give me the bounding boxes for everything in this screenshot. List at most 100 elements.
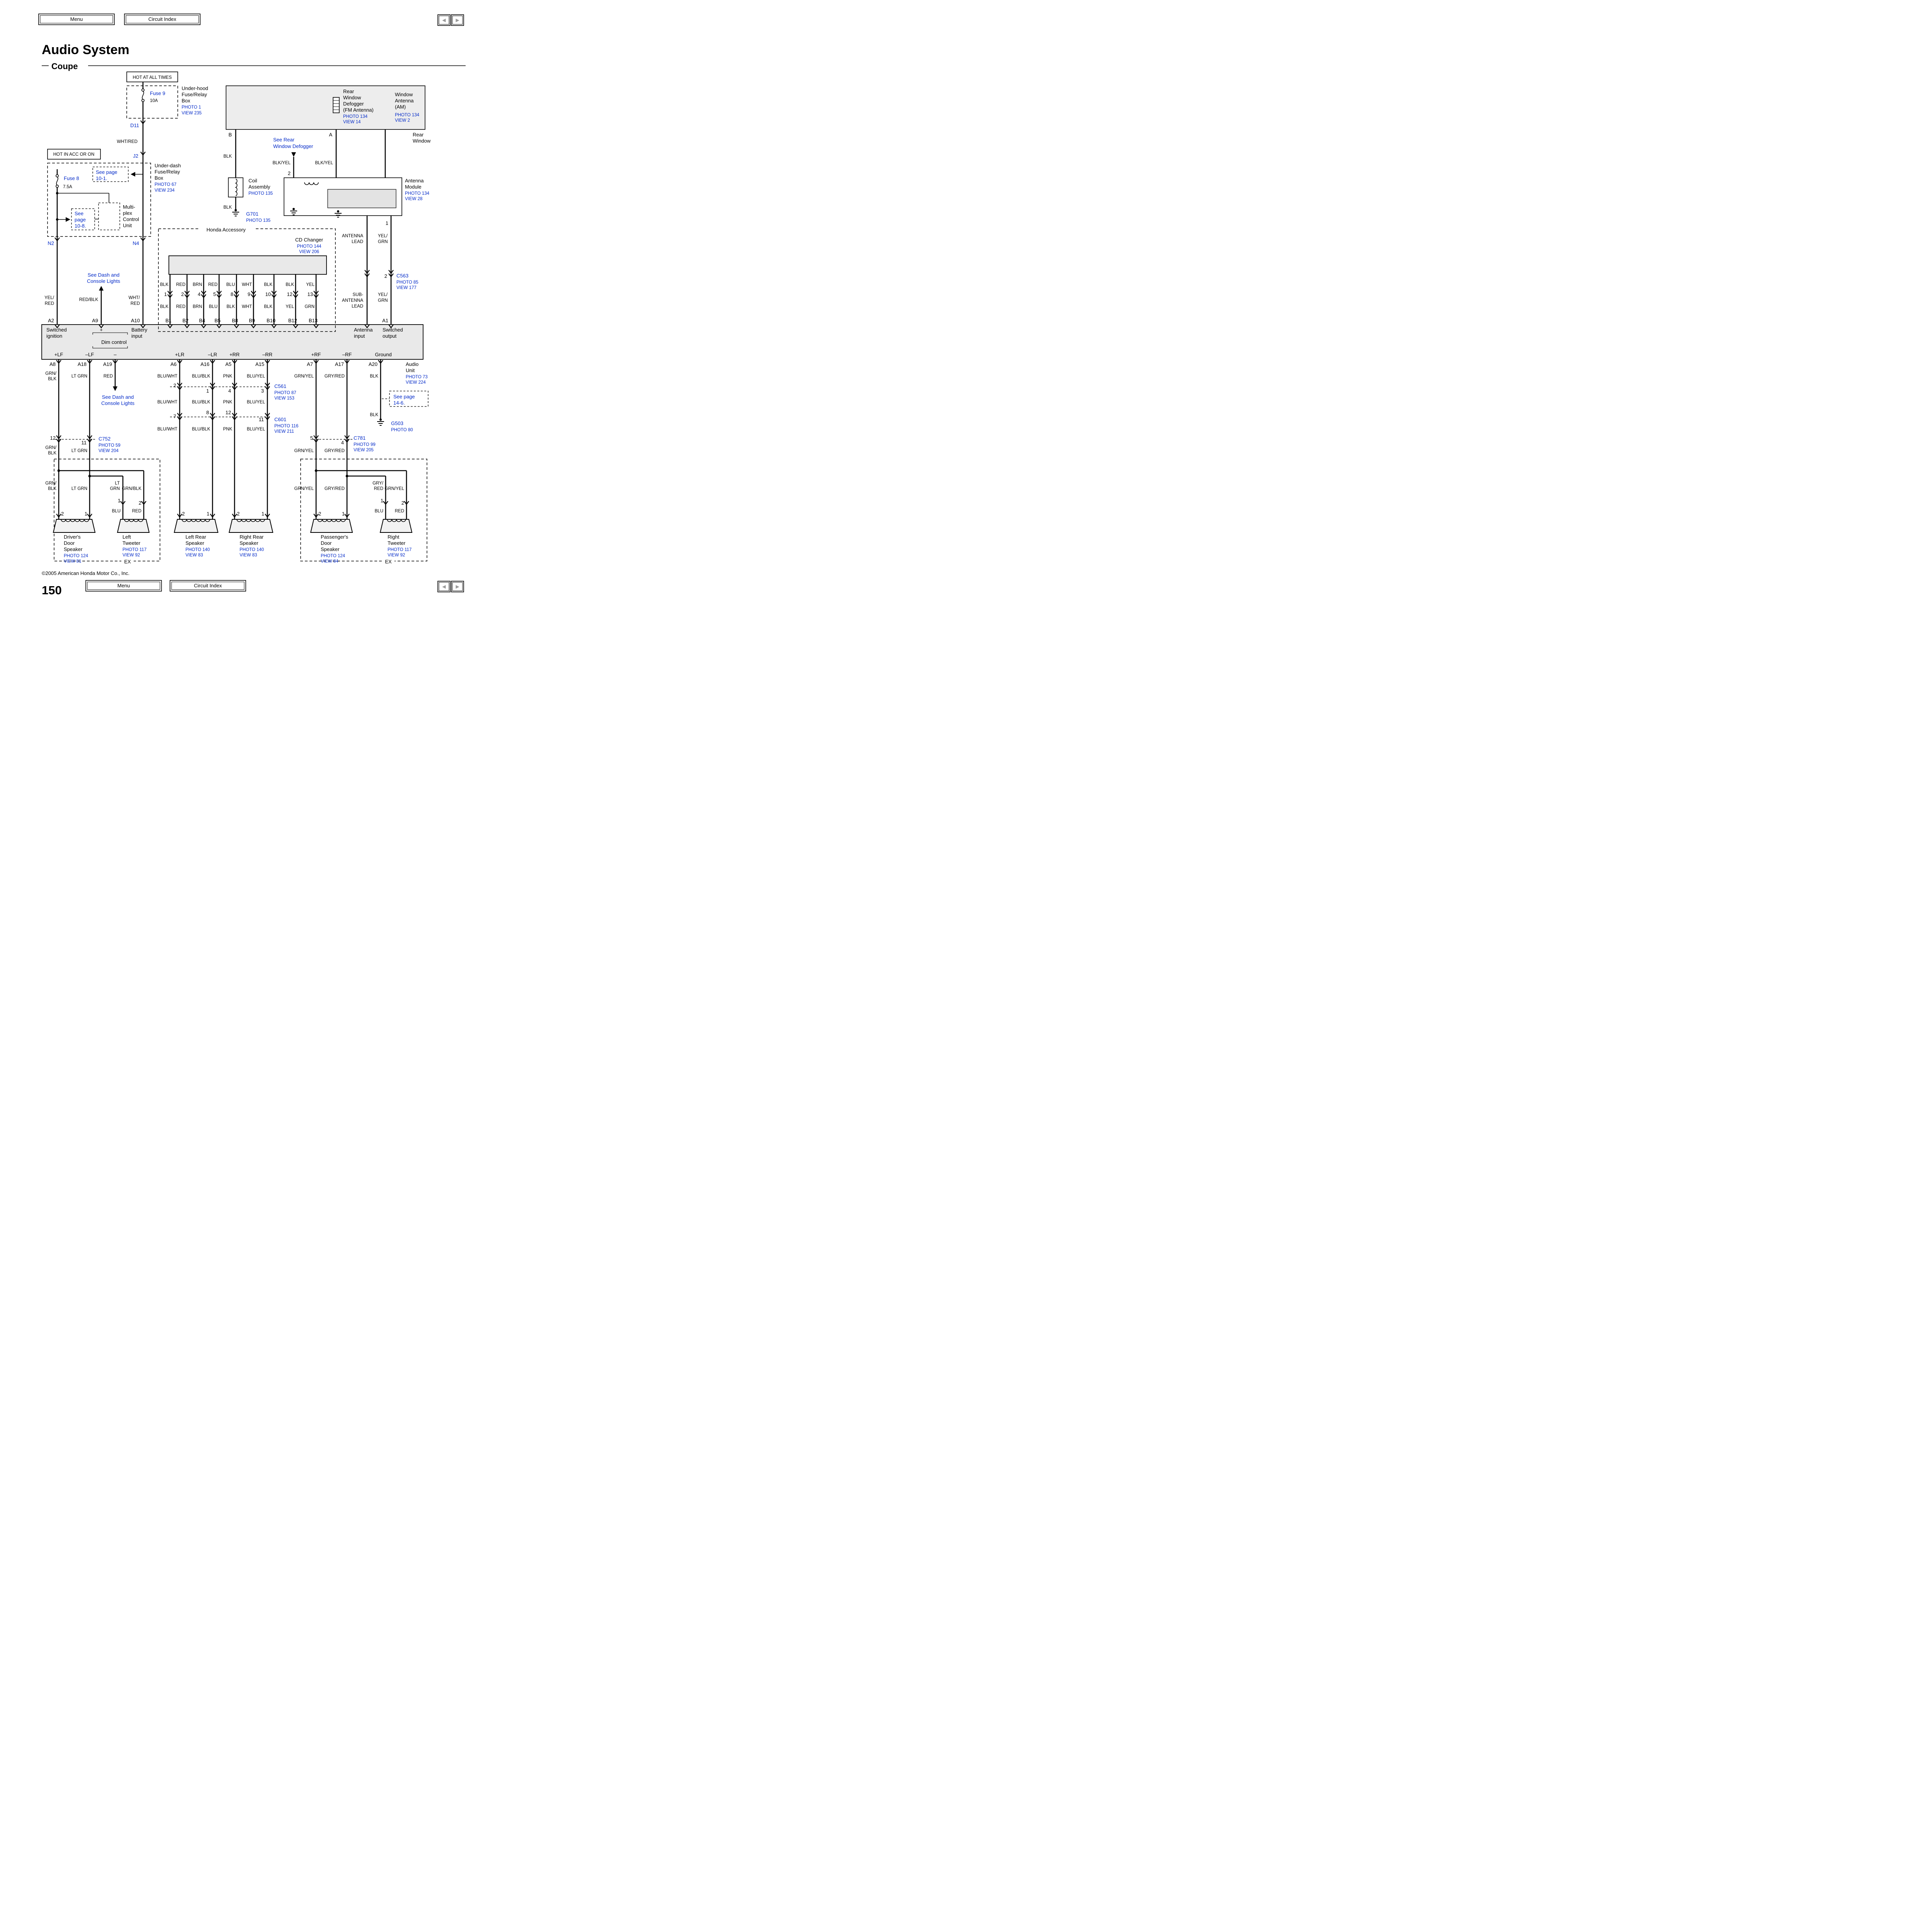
connector-n4-label: N4 — [133, 240, 139, 246]
rear-window-label: Rear — [413, 132, 424, 138]
pin-number: 5 — [310, 435, 313, 441]
right-tweeter-photo-link[interactable]: PHOTO 117 — [388, 548, 412, 552]
defogger-view-link[interactable]: VIEW 14 — [343, 120, 361, 124]
see-rear-defogger-link[interactable]: Window Defogger — [273, 143, 313, 149]
ground-g701-photo-link[interactable]: PHOTO 135 — [246, 218, 270, 223]
connector-c781-view-link[interactable]: VIEW 205 — [354, 448, 374, 452]
svg-text:BLU/YEL: BLU/YEL — [247, 374, 265, 379]
sub-antenna-lead-label: ANTENNA — [342, 298, 363, 303]
multiplex-unit-box — [98, 202, 120, 230]
svg-text:BLU/WHT: BLU/WHT — [157, 427, 177, 432]
label-bg — [198, 226, 254, 233]
audio-unit-pin-labels: A8 A18 A19 A6 A16 A5 A15 A7 A17 A20 — [49, 361, 378, 367]
driver-speaker-photo-link[interactable]: PHOTO 124 — [64, 554, 88, 558]
svg-text:A5: A5 — [225, 361, 231, 367]
svg-text:A8: A8 — [49, 361, 56, 367]
cd-changer-view-link[interactable]: VIEW 206 — [299, 250, 319, 254]
audio-unit-photo-link[interactable]: PHOTO 73 — [406, 375, 428, 379]
left-tweeter-view-link[interactable]: VIEW 92 — [122, 553, 140, 558]
wire-color-blk: BLK — [223, 205, 232, 210]
connector-c561-view-link[interactable]: VIEW 153 — [274, 396, 294, 401]
svg-text:BLU/BLK: BLU/BLK — [192, 374, 211, 379]
connector-c561-photo-link[interactable]: PHOTO 87 — [274, 391, 296, 395]
left-tweeter-photo-link[interactable]: PHOTO 117 — [122, 548, 146, 552]
see-dash-console-link[interactable]: Console Lights — [87, 278, 120, 284]
right-tweeter-label: Right — [388, 534, 400, 540]
underhood-photo-link[interactable]: PHOTO 1 — [182, 105, 201, 110]
svg-text:BLU/YEL: BLU/YEL — [247, 400, 265, 405]
wire-color: GRN/BLK — [122, 486, 142, 491]
dim-brackets — [92, 332, 128, 349]
prev-page-button-top[interactable]: ◀ — [437, 14, 451, 26]
pin-number: 12 — [50, 435, 56, 441]
prev-page-button-bottom[interactable]: ◀ — [437, 581, 451, 592]
connector-c563-view-link[interactable]: VIEW 177 — [396, 286, 417, 290]
menu-button-bottom[interactable]: Menu — [85, 580, 162, 592]
driver-speaker-view-link[interactable]: VIEW 81 — [64, 559, 81, 564]
window-antenna-photo-link[interactable]: PHOTO 134 — [395, 113, 420, 117]
see-dash-console-link[interactable]: See Dash and — [88, 272, 119, 278]
circuit-index-button-top[interactable]: Circuit Index — [124, 14, 201, 25]
window-antenna-view-link[interactable]: VIEW 2 — [395, 118, 410, 123]
fuse-8-label[interactable]: Fuse 8 — [64, 175, 79, 181]
connector-c752-photo-link[interactable]: PHOTO 59 — [99, 443, 121, 448]
svg-text:4: 4 — [198, 291, 201, 297]
speaker-coil-icon — [317, 519, 346, 522]
svg-text:B1: B1 — [165, 318, 172, 323]
see-page-10-8-link[interactable]: 10-8. — [75, 223, 86, 229]
left-tweeter-label: Tweeter — [122, 540, 141, 546]
coil-assembly-photo-link[interactable]: PHOTO 135 — [248, 191, 273, 196]
up-arrowhead — [99, 286, 104, 291]
speaker-coil-icon — [182, 519, 210, 522]
see-page-10-8-link[interactable]: page — [75, 217, 86, 223]
next-page-button-bottom[interactable]: ▶ — [451, 581, 464, 592]
see-dash-console-link[interactable]: Console Lights — [101, 400, 134, 406]
passenger-speaker-photo-link[interactable]: PHOTO 124 — [321, 554, 345, 558]
pin-number: 2 — [288, 170, 291, 176]
svg-text:BLU/BLK: BLU/BLK — [192, 400, 211, 405]
next-page-button-top[interactable]: ▶ — [451, 14, 464, 26]
defogger-photo-link[interactable]: PHOTO 134 — [343, 114, 368, 119]
left-tweeter-icon — [117, 519, 150, 533]
passenger-speaker-view-link[interactable]: VIEW 84 — [321, 559, 338, 564]
audio-unit-view-link[interactable]: VIEW 224 — [406, 380, 426, 385]
antenna-module-view-link[interactable]: VIEW 28 — [405, 197, 422, 201]
connector-c601-view-link[interactable]: VIEW 211 — [274, 429, 294, 434]
connector-c561-label: C561 — [274, 383, 286, 389]
antenna-module-label: Module — [405, 184, 422, 190]
ground-g503-photo-link[interactable]: PHOTO 80 — [391, 428, 413, 432]
svg-text:B5: B5 — [214, 318, 221, 323]
driver-door-speaker-icon — [53, 519, 96, 533]
underdash-photo-link[interactable]: PHOTO 67 — [155, 182, 177, 187]
see-dash-console-link[interactable]: See Dash and — [102, 394, 134, 400]
connector-c752-view-link[interactable]: VIEW 204 — [99, 449, 119, 453]
see-page-10-1-link[interactable]: 10-1. — [96, 175, 107, 181]
cd-wire-colors-top: BLK RED BRN RED BLU WHT BLK BLK YEL — [160, 282, 315, 287]
circuit-index-button-bottom[interactable]: Circuit Index — [170, 580, 246, 592]
see-page-10-8-link[interactable]: See — [75, 211, 83, 216]
cd-changer-photo-link[interactable]: PHOTO 144 — [297, 244, 321, 249]
left-rear-speaker-view-link[interactable]: VIEW 83 — [185, 553, 203, 558]
right-rear-speaker-photo-link[interactable]: PHOTO 140 — [240, 548, 264, 552]
underhood-view-link[interactable]: VIEW 235 — [182, 111, 202, 116]
fuse-9-label[interactable]: Fuse 9 — [150, 90, 165, 96]
right-tweeter-view-link[interactable]: VIEW 92 — [388, 553, 405, 558]
right-rear-speaker-view-link[interactable]: VIEW 83 — [240, 553, 257, 558]
connector-c563-photo-link[interactable]: PHOTO 85 — [396, 280, 418, 285]
connector-c601-photo-link[interactable]: PHOTO 116 — [274, 424, 298, 429]
menu-button-top[interactable]: Menu — [38, 14, 115, 25]
underdash-view-link[interactable]: VIEW 234 — [155, 188, 175, 193]
antenna-module-photo-link[interactable]: PHOTO 134 — [405, 191, 430, 196]
driver-speaker-label: Speaker — [64, 546, 83, 552]
ex-label: EX — [385, 559, 392, 565]
fuse-9-rating: 10A — [150, 99, 158, 103]
connector-c781-photo-link[interactable]: PHOTO 99 — [354, 442, 376, 447]
multiplex-label: Unit — [123, 223, 132, 228]
see-rear-defogger-link[interactable]: See Rear — [273, 137, 295, 143]
see-page-10-1-link[interactable]: See page — [96, 169, 117, 175]
see-page-14-6-link[interactable]: 14-6. — [393, 400, 405, 406]
svg-text:BRN: BRN — [193, 304, 202, 309]
see-page-14-6-link[interactable]: See page — [393, 394, 415, 400]
left-rear-speaker-photo-link[interactable]: PHOTO 140 — [185, 548, 210, 552]
wire-color-blkyel: BLK/YEL — [272, 161, 291, 165]
